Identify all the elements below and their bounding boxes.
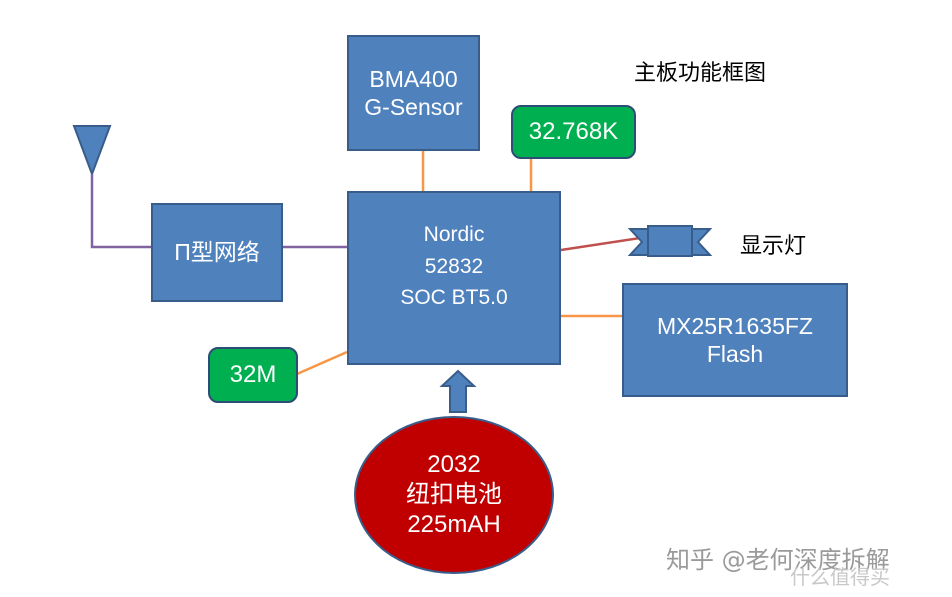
battery-type: 纽扣电池 (406, 481, 502, 508)
sensor-type: G-Sensor (364, 94, 463, 120)
mcu-to-indicator-line (560, 236, 641, 252)
watermark-smzdm: 什么值得买 (790, 565, 890, 589)
mcu-block: Nordic 52832 SOC BT5.0 (347, 191, 561, 365)
battery-model: 2032 (427, 451, 481, 478)
flash-type: Flash (706, 341, 764, 367)
antenna-line (90, 174, 152, 249)
mcu-description: SOC BT5.0 (400, 286, 508, 309)
indicator-label: 显示灯 (740, 234, 807, 259)
antenna-icon (72, 125, 112, 177)
mcu-model: 52832 (424, 254, 484, 278)
sensor-block: BMA400 G-Sensor (347, 35, 480, 151)
crystal-32m-label: 32M (229, 361, 277, 388)
rf-network-label: Π型网络 (174, 239, 260, 266)
crystal-32768k: 32.768K (511, 105, 636, 159)
sensor-model: BMA400 (369, 65, 458, 92)
diagram-title: 主板功能框图 (634, 61, 767, 86)
coin-battery: 2032 纽扣电池 225mAH (354, 416, 554, 574)
crystal-high-line (296, 350, 348, 376)
crystal-32m: 32M (208, 347, 298, 403)
flash-model: MX25R1635FZ (657, 312, 813, 339)
rf-network-block: Π型网络 (151, 203, 283, 302)
flash-block: MX25R1635FZ Flash (622, 283, 848, 397)
mcu-vendor: Nordic (423, 223, 485, 246)
watermark-zhihu: 知乎 @老何深度拆解 (666, 546, 890, 574)
indicator-light-icon (627, 225, 713, 257)
power-arrow-icon (439, 369, 477, 413)
crystal-32768k-label: 32.768K (528, 118, 619, 145)
battery-capacity: 225mAH (407, 511, 501, 538)
